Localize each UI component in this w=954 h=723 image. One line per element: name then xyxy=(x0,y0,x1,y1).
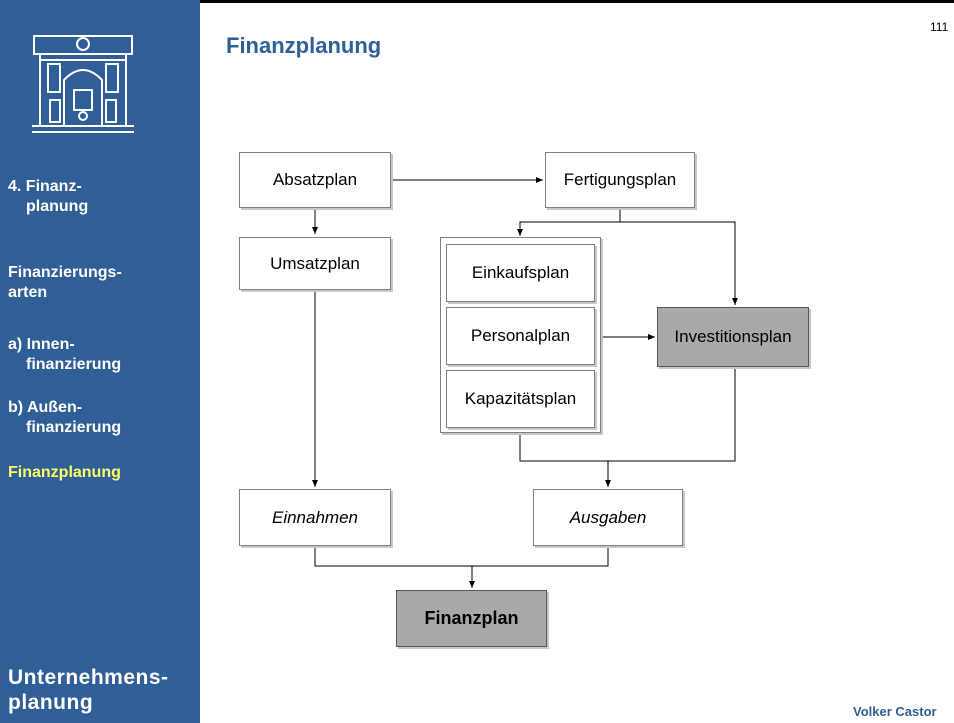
nav-line: b) Außen- xyxy=(8,399,83,416)
author-credit: Volker Castor xyxy=(853,704,937,719)
node-finanzplan: Finanzplan xyxy=(396,590,547,647)
nav-item-finanzierungsarten[interactable]: Finanzierungs- arten xyxy=(8,263,122,303)
nav-item-innenfinanzierung[interactable]: a) Innen- finanzierung xyxy=(8,335,121,375)
page-title: Finanzplanung xyxy=(226,33,382,58)
nav-item-aussenfinanzierung[interactable]: b) Außen- finanzierung xyxy=(8,398,121,438)
nav-line: Finanzierungs- xyxy=(8,264,122,281)
nav-line: Finanzplanung xyxy=(8,464,121,481)
node-einnahmen: Einnahmen xyxy=(239,489,391,546)
edge-fertigung-split xyxy=(517,208,621,236)
nav-line: a) Innen- xyxy=(8,336,75,353)
sidebar-footer: Unternehmens- planung xyxy=(8,665,169,715)
node-fertigungsplan: Fertigungsplan xyxy=(545,152,695,208)
edge-investition-ausgaben xyxy=(605,367,736,487)
node-personalplan: Personalplan xyxy=(446,307,595,365)
footer-line: Unternehmens- xyxy=(8,666,169,689)
nav-line: arten xyxy=(8,284,48,301)
building-logo-icon xyxy=(32,35,134,133)
nav-item-finanzplanung-chapter[interactable]: 4. Finanz- planung xyxy=(8,177,88,217)
footer-line: planung xyxy=(8,691,94,714)
node-absatzplan: Absatzplan xyxy=(239,152,391,208)
sidebar: 4. Finanz- planung Finanzierungs- arten … xyxy=(0,0,200,723)
page-number: 111 xyxy=(930,20,949,34)
edge-group-ausgaben xyxy=(519,434,608,462)
edge-einnahmen-merge xyxy=(314,546,472,567)
node-umsatzplan: Umsatzplan xyxy=(239,237,391,290)
node-einkaufsplan: Einkaufsplan xyxy=(446,244,595,302)
nav-line: finanzierung xyxy=(26,356,122,373)
edge-fertigung-investition xyxy=(620,221,738,305)
node-ausgaben: Ausgaben xyxy=(533,489,683,546)
nav-item-finanzplanung-active[interactable]: Finanzplanung xyxy=(8,463,121,483)
edge-ausgaben-finanzplan xyxy=(469,546,609,588)
nav-line: 4. Finanz- xyxy=(8,178,82,195)
node-kapazitaetsplan: Kapazitätsplan xyxy=(446,370,595,428)
nav-line: planung xyxy=(26,198,89,215)
top-rule xyxy=(0,0,954,3)
node-investitionsplan: Investitionsplan xyxy=(657,307,809,367)
nav-line: finanzierung xyxy=(26,419,122,436)
